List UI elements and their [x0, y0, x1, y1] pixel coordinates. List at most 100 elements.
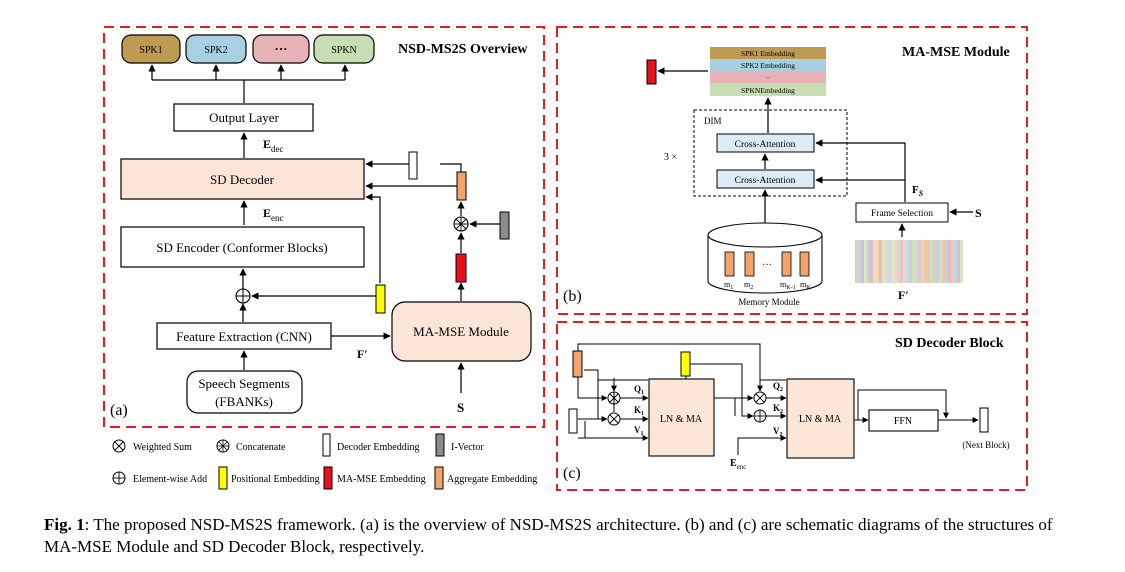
feature-frame-stripe — [888, 240, 891, 283]
feature-frame-stripe — [918, 240, 921, 283]
sd-decoder-label: SD Decoder — [210, 172, 275, 187]
feature-frame-stripe — [915, 240, 918, 283]
memory-slot-1 — [724, 251, 735, 277]
cross-attention-top-label: Cross-Attention — [735, 140, 796, 150]
feature-frame-stripe — [942, 240, 945, 283]
decoder-embedding-block — [408, 151, 418, 180]
feature-frame-stripe — [954, 240, 957, 283]
legend-weighted-sum: Weighted Sum — [133, 442, 192, 453]
k1-label: K1 — [634, 405, 644, 417]
speech-segments-line1: Speech Segments — [198, 376, 289, 391]
sd-decoder-box — [120, 158, 365, 200]
decoder-embedding-swatch — [322, 433, 331, 457]
feature-frame-stripe — [957, 240, 960, 283]
ma-mse-output-embedding — [646, 59, 657, 85]
panel-a-label: (a) — [110, 402, 128, 419]
legend-i-vector: I-Vector — [451, 442, 484, 453]
v1-label: V1 — [634, 425, 644, 437]
feature-stripes — [855, 240, 963, 283]
panel-b: MA-MSE Module (b) SPK1 Embedding SPK2 Em… — [556, 26, 1028, 315]
legend-ma-mse-embedding: MA-MSE Embedding — [337, 474, 426, 485]
panel-c-frame — [556, 321, 1028, 491]
feature-frame-stripe — [948, 240, 951, 283]
ma-mse-module-box — [391, 301, 532, 362]
aggregate-embedding-swatch — [434, 466, 444, 490]
spkn-embedding-bar — [710, 83, 826, 96]
feature-frame-stripe — [906, 240, 909, 283]
speaker-label-2: SPK2 — [204, 45, 227, 56]
repeat-label: 3 × — [664, 152, 677, 163]
feature-frame-stripe — [858, 240, 861, 283]
f-prime-label: F′ — [357, 347, 368, 361]
feature-frame-stripe — [867, 240, 870, 283]
memory-label-1: m1 — [724, 280, 733, 291]
legend-element-wise-add: Element-wise Add — [133, 474, 207, 485]
feature-frame-stripe — [936, 240, 939, 283]
memory-label-2: m2 — [744, 280, 753, 291]
panel-c: SD Decoder Block (c) Q1 K1 V1 LN & MA — [556, 321, 1028, 491]
spk2-embedding-label: SPK2 Embedding — [741, 61, 795, 70]
speaker-box-3 — [252, 34, 310, 64]
panel-a-frame — [103, 26, 545, 428]
spk-mid-embedding-bar — [710, 71, 826, 83]
frame-selection-label: Frame Selection — [871, 209, 933, 219]
decoder-embedding-input — [568, 408, 578, 434]
panel-b-title: MA-MSE Module — [902, 45, 1010, 60]
cross-attention-bottom-label: Cross-Attention — [735, 176, 796, 186]
q2-label: Q2 — [773, 381, 783, 393]
ln-ma-box-1 — [648, 378, 715, 457]
speaker-label-n: SPKN — [331, 45, 357, 56]
ln-ma-label-2: LN & MA — [799, 414, 842, 425]
spk1-embedding-label: SPK1 Embedding — [741, 49, 795, 58]
speech-segments-line2: (FBANKs) — [215, 394, 273, 409]
dim-box — [693, 109, 848, 197]
feature-frame-stripe — [939, 240, 942, 283]
panel-a: NSD-MS2S Overview (a) SPK1 SPK2 ··· SPKN… — [103, 26, 545, 428]
memory-slot-k-1 — [781, 251, 792, 277]
figure-caption: Fig. 1: The proposed NSD-MS2S framework.… — [44, 514, 1084, 558]
feature-frame-stripe — [921, 240, 924, 283]
feature-frame-stripe — [876, 240, 879, 283]
cross-attention-bottom — [716, 169, 815, 189]
i-vector-block — [499, 211, 510, 240]
frame-selection-box — [855, 202, 949, 223]
spk2-embedding-bar — [710, 59, 826, 71]
memory-slot-2 — [744, 251, 755, 277]
speaker-ellipsis: ··· — [274, 41, 287, 56]
feature-frame-stripe — [900, 240, 903, 283]
feature-frame-stripe — [951, 240, 954, 283]
feature-frame-stripe — [861, 240, 864, 283]
positional-embedding-input — [680, 351, 691, 377]
speech-segments-box — [186, 370, 303, 414]
legend-decoder-embedding: Decoder Embedding — [337, 442, 419, 453]
memory-label-k: mK — [800, 280, 811, 291]
memory-ellipsis: ··· — [762, 260, 772, 271]
memory-slot-k — [799, 251, 810, 277]
next-block-label: (Next Block) — [962, 440, 1009, 450]
feature-frame-stripe — [903, 240, 906, 283]
aggregate-embedding-block — [456, 171, 467, 201]
framework-diagram: NSD-MS2S Overview (a) SPK1 SPK2 ··· SPKN… — [103, 26, 1028, 491]
feature-frame-stripe — [912, 240, 915, 283]
feature-frame-stripe — [933, 240, 936, 283]
i-vector-swatch — [435, 433, 445, 457]
feature-frame-stripe — [924, 240, 927, 283]
ffn-label: FFN — [894, 416, 912, 427]
memory-module-label: Memory Module — [738, 297, 799, 307]
panel-a-title: NSD-MS2S Overview — [398, 42, 528, 57]
v2-label: V2 — [773, 426, 783, 438]
legend: Weighted Sum Concatenate Decoder Embeddi… — [112, 433, 537, 490]
caption-text: : The proposed NSD-MS2S framework. (a) i… — [44, 515, 1053, 556]
f-prime-b-label: F′ — [898, 288, 909, 302]
panel-c-title: SD Decoder Block — [895, 336, 1004, 351]
ma-mse-module-label: MA-MSE Module — [413, 324, 509, 339]
spkn-embedding-label: SPKNEmbedding — [741, 86, 795, 95]
ln-ma-box-2 — [786, 378, 855, 459]
memory-module-top — [707, 222, 823, 248]
feature-frame-stripe — [927, 240, 930, 283]
cross-attention-top — [716, 133, 815, 153]
dim-label: DIM — [704, 116, 722, 126]
speaker-box-n — [313, 34, 375, 64]
feature-frame-stripe — [897, 240, 900, 283]
feature-frame-stripe — [873, 240, 876, 283]
